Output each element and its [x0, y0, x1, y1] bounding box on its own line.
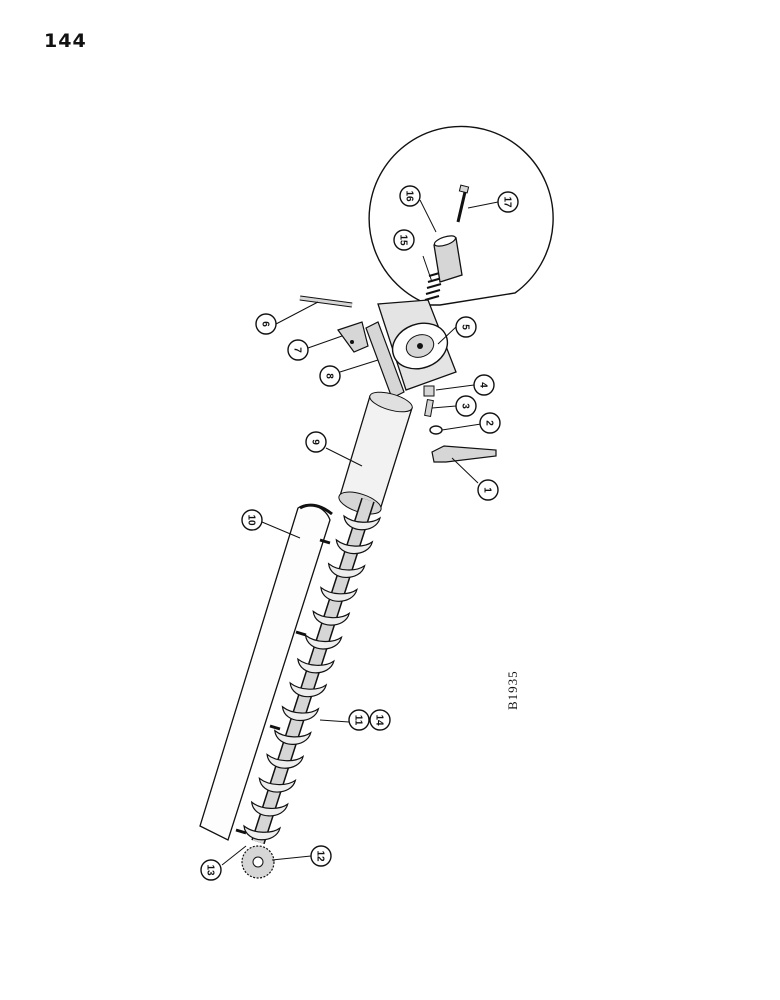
- callout-circle: [200, 859, 222, 881]
- callout-10: 10: [241, 509, 263, 531]
- callout-label: 2: [484, 420, 495, 426]
- callout-circle: [479, 412, 501, 434]
- detail-inset-outline: [368, 125, 554, 306]
- callout-13: 13: [200, 859, 222, 881]
- drawing-code: B1935: [505, 670, 520, 710]
- page-number: 144: [44, 30, 87, 52]
- part-3-pin: [424, 399, 434, 417]
- part-17-bolt: [456, 184, 470, 223]
- callout-circle: [287, 339, 309, 361]
- callout-16: 16: [399, 185, 421, 207]
- callout-label: 6: [260, 321, 271, 327]
- callout-7: 7: [287, 339, 309, 361]
- part-2-washer: [429, 425, 443, 435]
- callout-circle: [477, 479, 499, 501]
- callout-circle: [497, 191, 519, 213]
- auger-flight: [281, 705, 320, 722]
- callout-12: 12: [310, 845, 332, 867]
- callout-label: 7: [292, 347, 303, 353]
- auger-flight: [327, 562, 366, 578]
- part-12-sprocket: [241, 845, 275, 879]
- part-5-housing-plate: [377, 299, 457, 391]
- part-15-spring: [424, 271, 444, 301]
- callout-circle: [241, 509, 263, 531]
- callout-4: 4: [473, 374, 495, 396]
- callout-label: 15: [398, 234, 409, 246]
- callout-label: 5: [460, 324, 471, 330]
- callout-circle: [393, 229, 415, 251]
- auger-flight: [320, 586, 358, 602]
- callout-circle: [473, 374, 495, 396]
- callout-label: 3: [460, 403, 471, 409]
- callout-9: 9: [305, 431, 327, 453]
- auger-flight: [274, 729, 312, 745]
- part-7-bracket: [337, 321, 369, 353]
- part-1-handle: [431, 445, 497, 463]
- callout-label: 13: [205, 864, 216, 876]
- callout-1: 1: [477, 479, 499, 501]
- callout-2: 2: [479, 412, 501, 434]
- callout-label: 14: [374, 714, 385, 726]
- callout-14: 14: [369, 709, 391, 731]
- auger-flight: [297, 657, 335, 674]
- callout-circle: [319, 365, 341, 387]
- callout-label: 8: [324, 373, 335, 379]
- callout-17: 17: [497, 191, 519, 213]
- auger-flight: [266, 753, 305, 769]
- callout-circle: [348, 709, 370, 731]
- part-10-auger-trough: [199, 503, 333, 841]
- part-9-tube: [338, 391, 413, 515]
- callout-circle: [455, 395, 477, 417]
- auger-flight: [343, 514, 381, 531]
- auger-flight: [312, 610, 351, 626]
- callout-circle: [369, 709, 391, 731]
- callout-label: 11: [353, 715, 364, 726]
- callout-label: 12: [315, 850, 326, 862]
- callout-3: 3: [455, 395, 477, 417]
- callout-15: 15: [393, 229, 415, 251]
- callout-label: 1: [482, 487, 493, 493]
- callout-5: 5: [455, 316, 477, 338]
- callout-11: 11: [348, 709, 370, 731]
- part-6-rod: [299, 295, 353, 308]
- auger-flight: [258, 776, 297, 793]
- part-8-angle-strip: [365, 321, 405, 399]
- callout-6: 6: [255, 313, 277, 335]
- part-16-bushing: [433, 235, 463, 283]
- auger-flight: [304, 633, 343, 650]
- auger-flight: [250, 800, 289, 817]
- callout-circle: [255, 313, 277, 335]
- callout-circle: [305, 431, 327, 453]
- part-4-collar: [423, 385, 435, 397]
- callout-8: 8: [319, 365, 341, 387]
- auger-flight: [335, 538, 374, 555]
- callout-label: 10: [246, 514, 257, 526]
- detail-inset: [368, 125, 554, 306]
- part-11-auger-flighting: [243, 497, 381, 845]
- callout-circle: [399, 185, 421, 207]
- callout-label: 4: [478, 382, 489, 388]
- callout-label: 16: [404, 190, 415, 202]
- auger-flight: [243, 824, 281, 841]
- leader-lines: [221, 199, 499, 866]
- callout-circle: [310, 845, 332, 867]
- callout-circle: [455, 316, 477, 338]
- auger-flight: [289, 681, 328, 698]
- callout-label: 17: [502, 196, 513, 208]
- callout-label: 9: [310, 439, 321, 445]
